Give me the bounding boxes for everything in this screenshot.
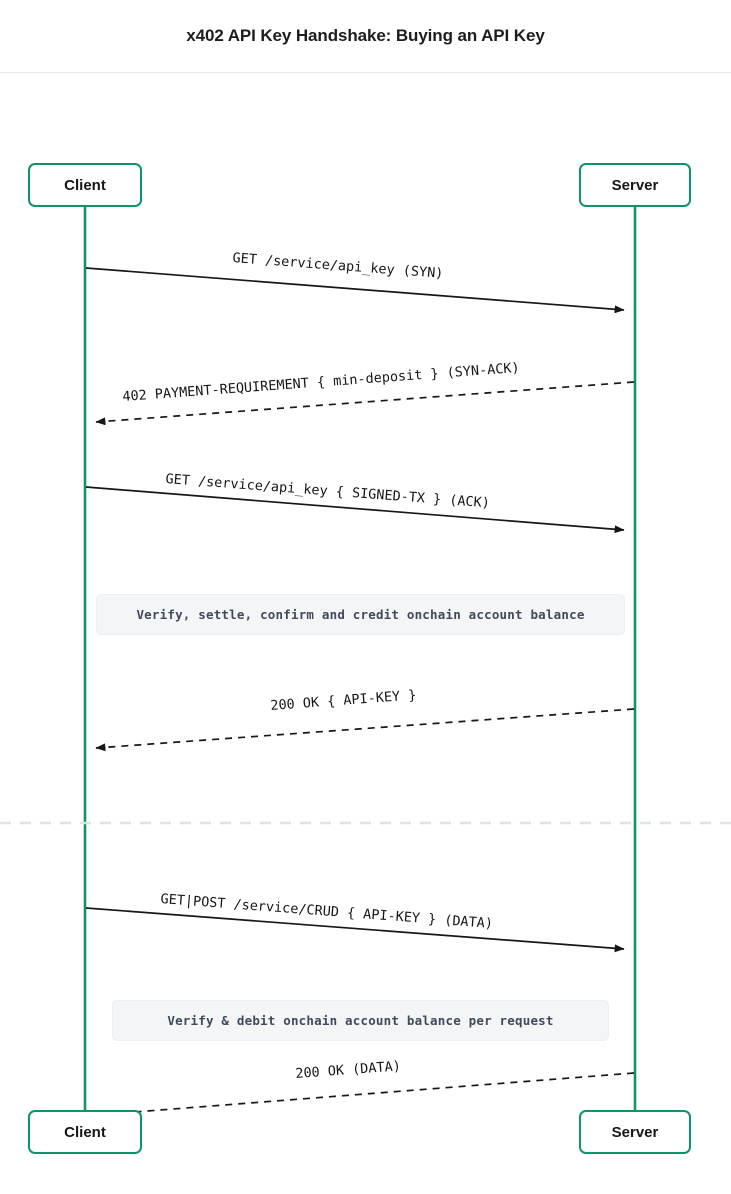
participant-server-top[interactable]: Server (579, 163, 691, 207)
participant-client-top[interactable]: Client (28, 163, 142, 207)
arrow-1-line (85, 267, 625, 314)
arrow-3-line (85, 486, 625, 534)
diagram-header: x402 API Key Handshake: Buying an API Ke… (0, 0, 731, 73)
participant-label: Server (611, 1123, 659, 1141)
page-title: x402 API Key Handshake: Buying an API Ke… (186, 26, 545, 45)
participant-label: Server (611, 176, 659, 194)
note-label: Verify & debit onchain account balance p… (167, 1013, 554, 1028)
participant-label: Client (64, 176, 106, 194)
diagram-vector-layer (0, 207, 731, 1119)
note-verify-debit: Verify & debit onchain account balance p… (112, 1000, 609, 1041)
arrow-7-line (85, 907, 625, 953)
participant-label: Client (64, 1123, 106, 1141)
participant-server-bottom[interactable]: Server (579, 1110, 691, 1154)
note-verify-settle: Verify, settle, confirm and credit oncha… (96, 594, 625, 635)
participant-client-bottom[interactable]: Client (28, 1110, 142, 1154)
arrow-9-line (95, 1072, 635, 1119)
diagram-canvas: Client Server GET /service/api_key (SYN)… (0, 73, 731, 1194)
note-label: Verify, settle, confirm and credit oncha… (136, 607, 585, 622)
arrow-5-line (95, 708, 635, 752)
